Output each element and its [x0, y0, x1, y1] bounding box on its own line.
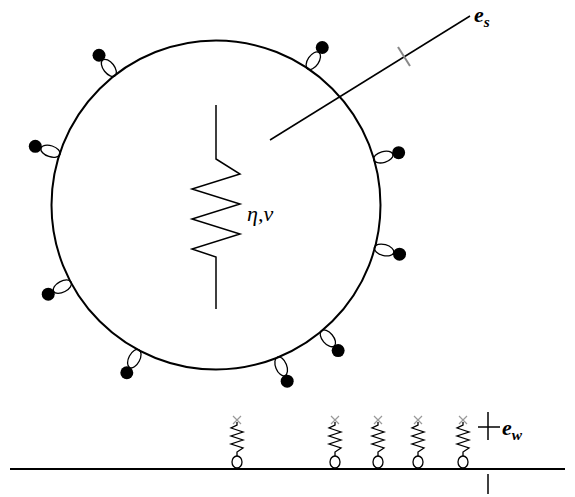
receptor-base — [413, 456, 423, 468]
receptor-base — [373, 456, 383, 468]
bond-mark — [374, 416, 382, 424]
bond-mark — [331, 416, 339, 424]
material-parameters: η,ν — [247, 201, 273, 227]
dimension-tick — [398, 47, 410, 66]
spring-symbol — [457, 422, 469, 456]
spring-symbol — [372, 422, 384, 456]
cell-circle: η,ν — [50, 39, 382, 371]
ligand-head — [120, 366, 133, 379]
ligand-head — [332, 344, 345, 357]
receptor-base — [232, 456, 242, 468]
subscript: s — [484, 13, 490, 30]
ligand-head — [93, 49, 106, 62]
ligand-head — [281, 375, 294, 388]
subscript: w — [512, 426, 522, 443]
dimension-line — [487, 412, 489, 440]
bond-mark — [414, 416, 422, 424]
spring-symbol — [231, 422, 243, 456]
ligand-head — [392, 146, 405, 159]
receptor-base — [458, 456, 468, 468]
ligand-head — [316, 41, 329, 54]
leader-line — [270, 16, 470, 140]
receptor-base — [330, 456, 340, 468]
dimension-line — [487, 474, 489, 494]
dimension-tick — [478, 426, 500, 428]
ligand-head — [42, 288, 55, 301]
surface-ligands — [29, 41, 406, 388]
spring-symbol — [329, 422, 341, 456]
thickness-label: ew — [502, 415, 522, 444]
circle-outline — [50, 39, 382, 371]
circle-outline — [52, 41, 381, 370]
bond-mark — [233, 416, 241, 424]
wall-springs — [231, 416, 469, 468]
thickness-label: es — [474, 2, 490, 31]
wall-line — [10, 468, 565, 470]
ligand-head — [29, 140, 42, 153]
spring-symbol — [192, 105, 240, 309]
spring-symbol — [412, 422, 424, 456]
ligand-head — [393, 248, 406, 261]
bond-mark — [459, 416, 467, 424]
